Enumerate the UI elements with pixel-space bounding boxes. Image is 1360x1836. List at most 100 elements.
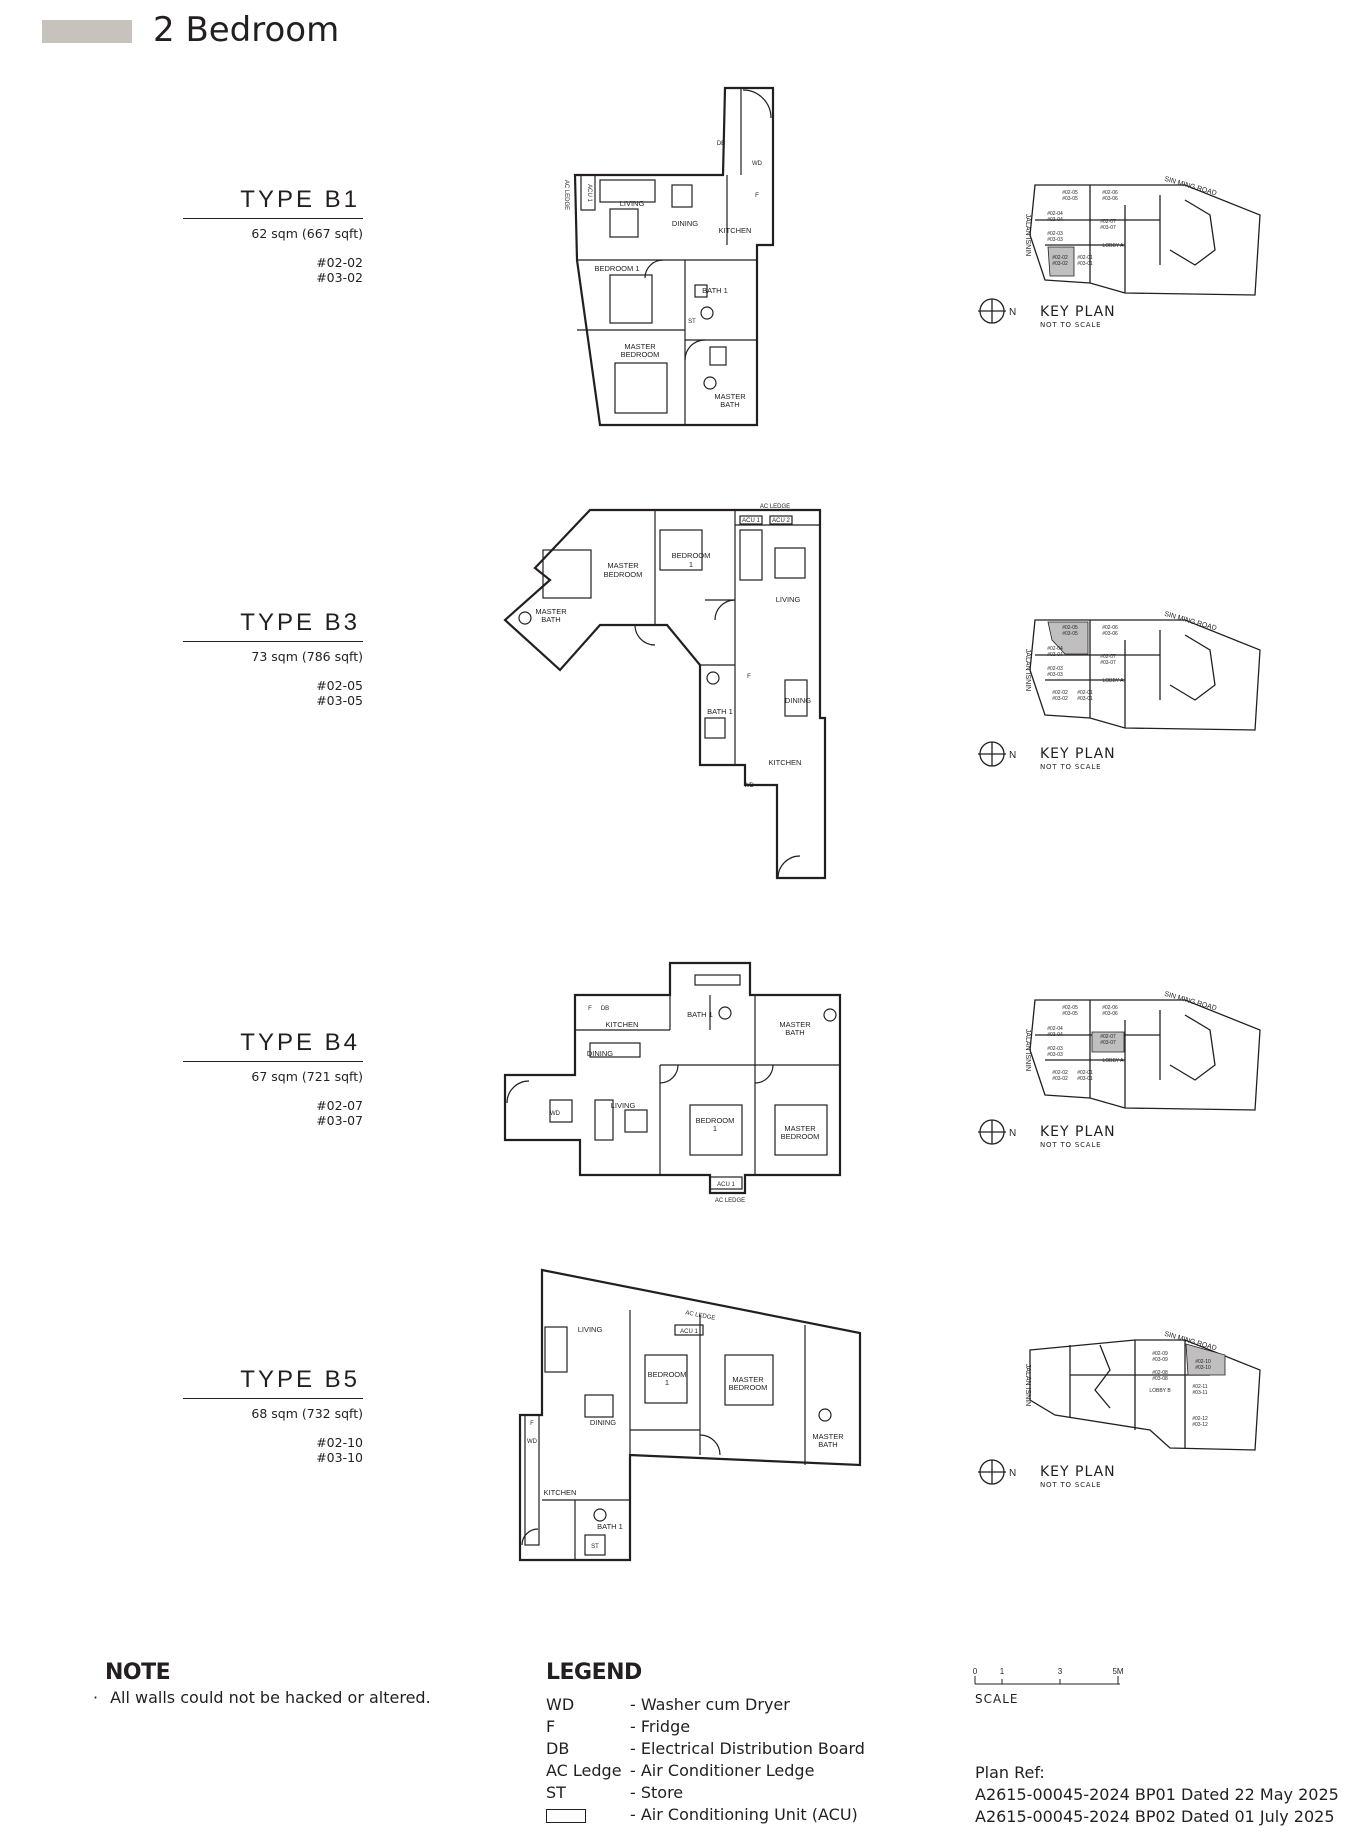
plan-ref-line: A2615-00045-2024 BP01 Dated 22 May 2025 xyxy=(975,1785,1339,1804)
kp-unit: #03-11 xyxy=(1192,1390,1207,1396)
legend-abbr: WD xyxy=(546,1695,575,1714)
acu-label: ACU 1 xyxy=(717,1182,735,1188)
legend-abbr: ST xyxy=(546,1783,566,1802)
room-label: KITCHEN xyxy=(606,1020,639,1029)
room-label: KITCHEN xyxy=(719,226,752,235)
floor-plan-b4: KITCHEN DINING BATH 1 MASTER BATH LIVING… xyxy=(503,961,842,1204)
room-label: BATH xyxy=(541,615,560,624)
room-label: BEDROOM xyxy=(781,1132,820,1141)
kp-unit: #03-04 xyxy=(1047,1032,1063,1038)
unit-numbers: #02-10 #03-10 xyxy=(183,1435,363,1465)
kp-unit: #02-04 xyxy=(1047,211,1063,217)
road-label: SIN MING ROAD xyxy=(1163,991,1217,1013)
key-plan-label: KEY PLAN NOT TO SCALE xyxy=(1040,304,1116,329)
kp-unit: #02-03 xyxy=(1047,231,1063,237)
kp-unit: #02-05 xyxy=(1062,190,1078,196)
road-label: SIN MING ROAD xyxy=(1163,176,1217,198)
key-plan-subtitle: NOT TO SCALE xyxy=(1040,763,1102,771)
unit-type: TYPE B5 xyxy=(183,1366,363,1399)
kp-unit: #02-03 xyxy=(1047,666,1063,672)
north-arrow-icon: N xyxy=(978,1119,1016,1145)
acu-label: ACU 1 xyxy=(586,184,592,202)
room-label: BEDROOM xyxy=(648,1370,687,1379)
highlight-unit xyxy=(1185,1343,1226,1376)
note-item: ·All walls could not be hacked or altere… xyxy=(93,1688,431,1707)
room-label: MASTER xyxy=(812,1432,844,1441)
lobby-label: LOBBY A xyxy=(1102,1058,1124,1064)
acu-box-icon xyxy=(546,1808,586,1823)
kp-unit: #03-06 xyxy=(1102,196,1118,202)
scale-tick: 3 xyxy=(1058,1667,1063,1676)
fridge-label: F xyxy=(755,193,759,199)
room-label: BEDROOM xyxy=(672,551,711,560)
kp-unit: #02-08 xyxy=(1152,1370,1168,1376)
kp-unit: #03-03 xyxy=(1047,672,1063,678)
key-plan-subtitle: NOT TO SCALE xyxy=(1040,1141,1102,1149)
scale-label: SCALE xyxy=(975,1692,1019,1706)
kp-unit: #02-06 xyxy=(1102,625,1118,631)
unit-type: TYPE B4 xyxy=(183,1029,363,1062)
kp-unit: #03-12 xyxy=(1192,1422,1208,1428)
washer-label: WD xyxy=(550,1111,561,1117)
outer-wall xyxy=(503,508,827,880)
kp-unit: #03-01 xyxy=(1077,696,1093,702)
kp-unit: #03-07 xyxy=(1100,1040,1116,1046)
room-label: BATH 1 xyxy=(702,286,728,295)
scale-tick: 5M xyxy=(1112,1667,1123,1676)
unit-area: 62 sqm (667 sqft) xyxy=(251,226,363,241)
unit-type: TYPE B1 xyxy=(183,186,363,219)
room-label: BEDROOM xyxy=(696,1116,735,1125)
room-label: BEDROOM xyxy=(621,350,660,359)
room-label: LIVING xyxy=(620,199,645,208)
fridge-label: F xyxy=(747,674,751,680)
acu-label: ACU 2 xyxy=(772,518,790,524)
room-label: MASTER xyxy=(535,607,567,616)
kp-unit: #03-02 xyxy=(1052,261,1068,267)
kp-unit: #03-03 xyxy=(1047,237,1063,243)
kp-unit: #02-11 xyxy=(1192,1384,1207,1390)
db-label: DB xyxy=(601,1006,609,1012)
kp-unit: #03-09 xyxy=(1152,1357,1168,1363)
kp-unit: #03-06 xyxy=(1102,1011,1118,1017)
legend-desc: - Washer cum Dryer xyxy=(630,1695,790,1714)
road-label: SIN MING ROAD xyxy=(1163,611,1217,633)
room-label: BATH xyxy=(720,400,739,409)
legend-heading: LEGEND xyxy=(546,1660,642,1685)
floor-plan-b5: LIVING BEDROOM 1 MASTER BEDROOM DINING M… xyxy=(518,1268,862,1562)
kp-unit: #02-01 xyxy=(1077,1070,1093,1076)
road-label: JALAN ISNIN xyxy=(1024,649,1031,691)
kp-unit: #02-01 xyxy=(1077,690,1093,696)
room-label: DINING xyxy=(590,1418,616,1427)
kp-unit: #02-07 xyxy=(1100,654,1116,660)
kp-unit: #02-07 xyxy=(1100,219,1116,225)
acu-label: ACU 1 xyxy=(680,1329,698,1335)
road-label: JALAN ISNIN xyxy=(1024,214,1031,256)
legend-desc: - Air Conditioning Unit (ACU) xyxy=(630,1805,858,1824)
unit-number: #03-10 xyxy=(316,1450,363,1465)
kp-unit: #02-02 xyxy=(1052,690,1068,696)
kp-unit: #03-03 xyxy=(1047,1052,1063,1058)
room-label: BATH 1 xyxy=(597,1522,623,1531)
note-item-text: All walls could not be hacked or altered… xyxy=(110,1688,431,1707)
kp-unit: #03-01 xyxy=(1077,1076,1093,1082)
room-label: LIVING xyxy=(776,595,801,604)
legend-abbr: DB xyxy=(546,1739,570,1758)
kp-unit: #02-09 xyxy=(1152,1351,1168,1357)
road-label: JALAN ISNIN xyxy=(1024,1364,1031,1406)
kp-unit: #02-05 xyxy=(1062,625,1078,631)
highlight-unit xyxy=(1047,246,1075,277)
lobby-label: LOBBY B xyxy=(1149,1388,1171,1394)
legend-desc: - Air Conditioner Ledge xyxy=(630,1761,815,1780)
room-label: KITCHEN xyxy=(544,1488,577,1497)
washer-label: WD xyxy=(527,1439,538,1445)
key-plan-label: KEY PLAN NOT TO SCALE xyxy=(1040,1124,1116,1149)
kp-unit: #03-07 xyxy=(1100,660,1116,666)
key-plan-title: KEY PLAN xyxy=(1040,1464,1116,1480)
page-title: 2 Bedroom xyxy=(153,10,340,50)
room-label: MASTER xyxy=(624,342,656,351)
kp-unit: #03-06 xyxy=(1102,631,1118,637)
key-plan-b4: SIN MING ROAD JALAN ISNIN LOBBY A #02-05… xyxy=(1024,991,1261,1111)
unit-area: 73 sqm (786 sqft) xyxy=(251,649,363,664)
kp-unit: #02-07 xyxy=(1100,1034,1116,1040)
north-label: N xyxy=(1009,307,1016,318)
